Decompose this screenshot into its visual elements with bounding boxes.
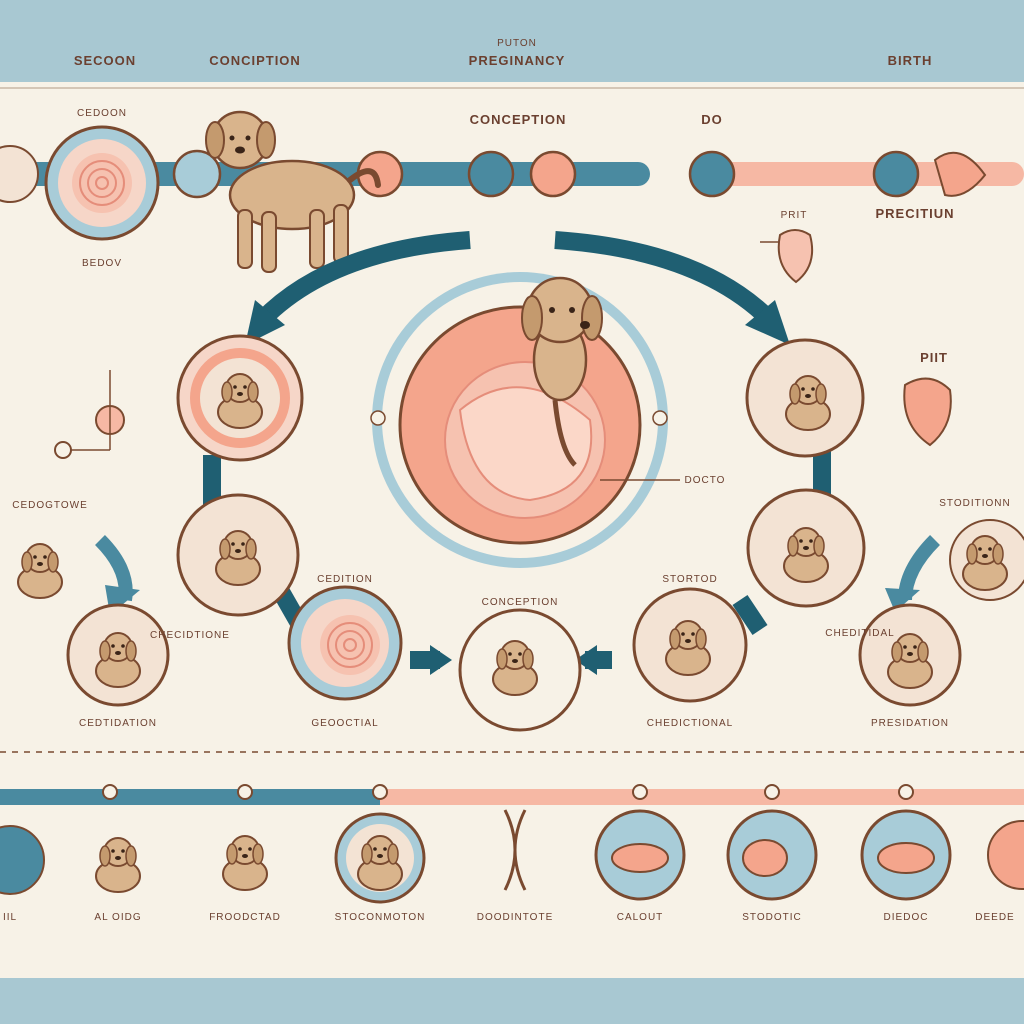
- header-label: SECOON: [73, 53, 137, 68]
- header-label: CONCIPTION: [209, 53, 301, 68]
- header-label: PREGINANCY: [468, 53, 566, 68]
- stage-label: CEDTIDATION: [78, 718, 158, 729]
- stage-label: DO: [701, 112, 723, 127]
- bottom-timeline: [0, 751, 1024, 904]
- stage-label: CEDOON: [77, 108, 127, 119]
- timeline-caption: IIL: [2, 912, 18, 923]
- top-band: [0, 0, 1024, 82]
- cycle-stage-right-top: [745, 338, 865, 458]
- cycle-label: STORTOD: [662, 574, 718, 585]
- cycle-arrows: [94, 231, 941, 675]
- cycle-label: PIIT: [920, 350, 948, 365]
- stage-label: PRESIDATION: [870, 718, 950, 729]
- timeline-caption: STOCONMOTON: [334, 912, 426, 923]
- cycle-label: DOCTO: [684, 475, 726, 486]
- cycle-stage-left-mid: [176, 493, 300, 617]
- header-label: BIRTH: [887, 53, 933, 68]
- side-stage-right: [858, 377, 1024, 707]
- cycle-label: CEDOGTOWE: [12, 500, 88, 511]
- timeline-caption: DEEDE: [975, 912, 1015, 923]
- stage-label: PRECITIUN: [875, 206, 955, 221]
- top-timeline: [0, 125, 1024, 284]
- standing-puppy-top: [205, 110, 381, 273]
- cycle-label: CONCEPTION: [481, 597, 559, 608]
- stage-label: CONCEPTION: [469, 112, 567, 127]
- cycle-label: CEDITION: [317, 574, 373, 585]
- cycle-stage-bottom-center: [458, 608, 582, 732]
- bottom-band: [0, 978, 1024, 1024]
- central-embryo: [370, 272, 680, 568]
- timeline-caption: STODOTIC: [742, 912, 802, 923]
- timeline-caption: CALOUT: [616, 912, 664, 923]
- cycle-stage-bottom-left: [287, 585, 403, 701]
- cycle-label: CHECIDTIONE: [150, 630, 230, 641]
- stage-label: CHEDICTIONAL: [646, 718, 734, 729]
- header-label: PUTON: [497, 38, 537, 49]
- stage-label: PRIT: [780, 210, 808, 221]
- cycle-label: STODITIONN: [939, 498, 1011, 509]
- timeline-caption: AL OIDG: [94, 912, 142, 923]
- stage-label: BEDOV: [81, 258, 123, 269]
- timeline-caption: DOODINTOTE: [476, 912, 554, 923]
- side-stage-left: [17, 370, 170, 707]
- cycle-stage-left-top: [176, 334, 304, 462]
- timeline-caption: DIEDOC: [883, 912, 929, 923]
- stage-label: GEOOCTIAL: [311, 718, 379, 729]
- timeline-caption: FROODCTAD: [209, 912, 281, 923]
- cycle-stage-bottom-right: [632, 587, 748, 703]
- cycle-stage-right-mid: [746, 488, 866, 608]
- cycle-label: CHEDITIDAL: [825, 628, 895, 639]
